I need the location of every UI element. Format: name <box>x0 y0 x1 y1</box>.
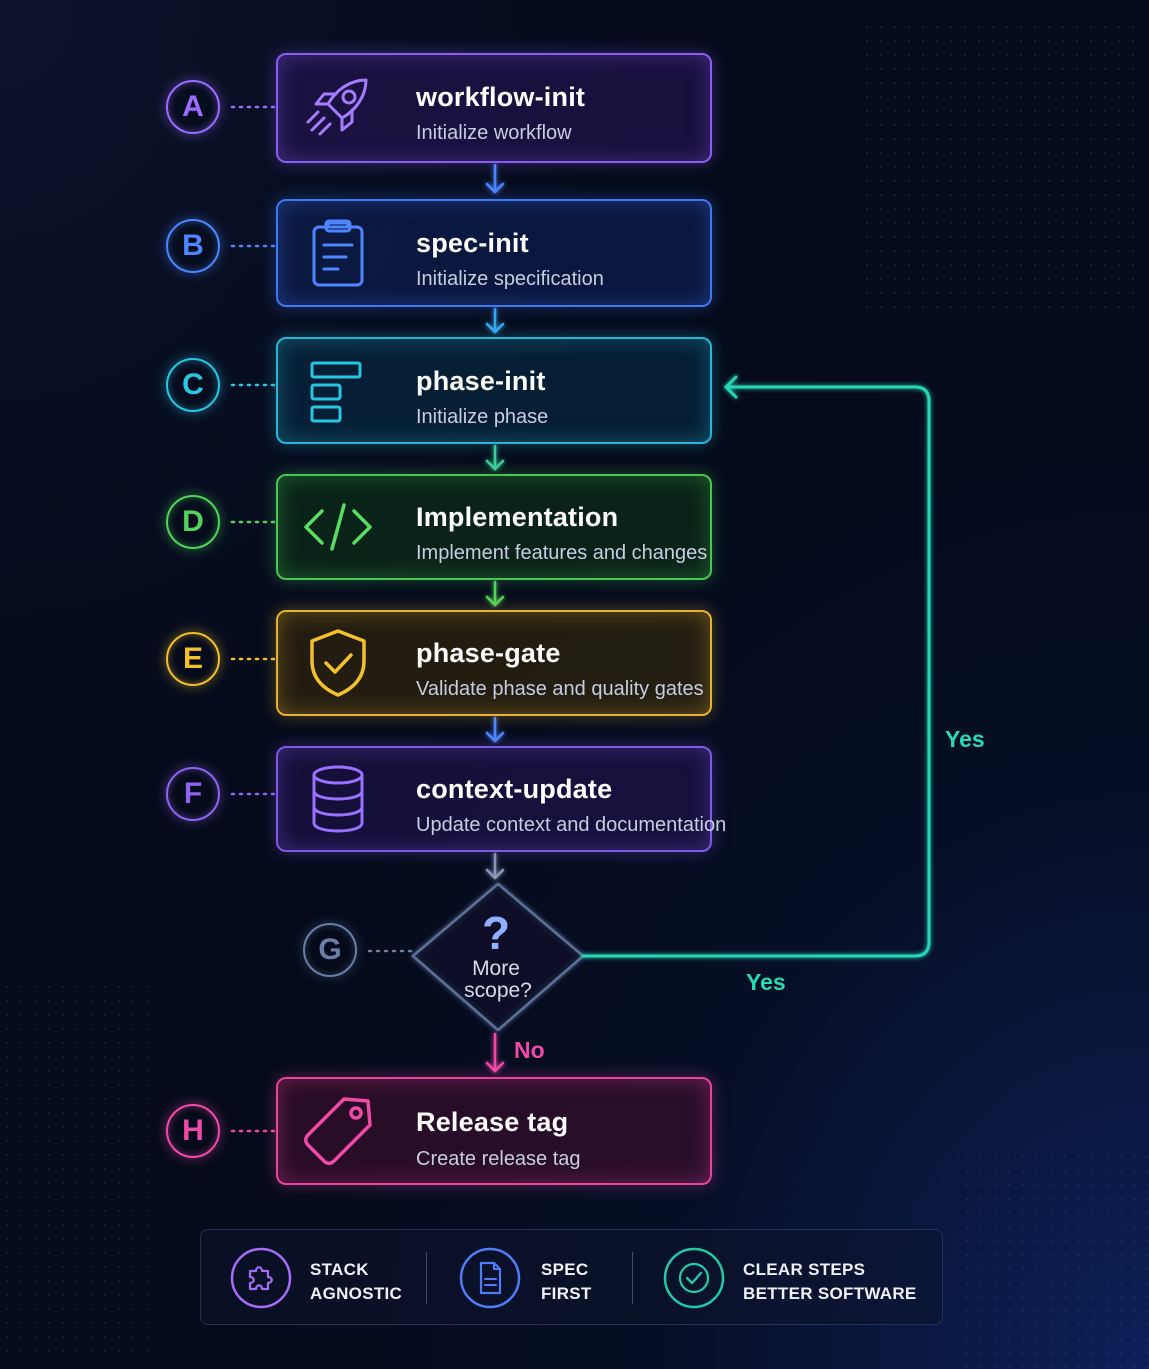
rocket-icon <box>306 78 368 136</box>
step-badge-letter: A <box>182 90 204 123</box>
step-badge-letter: E <box>182 642 203 675</box>
footer-line2: BETTER SOFTWARE <box>743 1284 917 1303</box>
footer-line2: FIRST <box>541 1284 592 1303</box>
footer-line1: CLEAR STEPS <box>743 1260 866 1279</box>
step-title: spec-init <box>416 228 529 258</box>
question-mark-icon: ? <box>481 907 511 959</box>
step-card-phase-init[interactable]: phase-init Initialize phase <box>276 337 712 444</box>
step-card-workflow-init[interactable]: workflow-init Initialize workflow <box>276 53 712 163</box>
step-subtitle: Implement features and changes <box>416 542 708 564</box>
step-card-context-update[interactable]: context-update Update context and docume… <box>276 746 726 852</box>
code-icon <box>304 503 372 551</box>
check-circle-icon <box>663 1247 725 1309</box>
step-title: workflow-init <box>416 82 586 112</box>
step-card-phase-gate[interactable]: phase-gate Validate phase and quality ga… <box>276 610 712 716</box>
decision-label-line1: More <box>472 957 520 980</box>
step-badge-letter: D <box>182 505 204 538</box>
step-badge-letter: C <box>182 368 204 401</box>
clipboard-icon <box>312 219 364 287</box>
dot-pattern-left <box>0 980 150 1360</box>
step-title: context-update <box>416 774 613 804</box>
footer-label-stack-agnostic: STACK AGNOSTIC <box>310 1258 402 1306</box>
shield-check-icon <box>310 629 366 697</box>
step-badge-f: F <box>166 767 220 821</box>
arrow-d-to-e <box>485 580 505 607</box>
footer-divider <box>632 1252 633 1304</box>
stacked-bars-icon <box>310 361 362 422</box>
step-title: phase-init <box>416 366 546 396</box>
document-icon <box>459 1247 521 1309</box>
step-badge-letter: F <box>183 777 203 810</box>
footer-line1: SPEC <box>541 1260 589 1279</box>
dot-pattern-right <box>960 1150 1149 1369</box>
puzzle-icon <box>230 1247 292 1309</box>
step-badge-b: B <box>166 219 220 273</box>
arrow-e-to-f <box>485 716 505 743</box>
footer-line2: AGNOSTIC <box>310 1284 403 1303</box>
step-badge-letter: B <box>182 229 204 262</box>
no-label: No <box>514 1037 545 1063</box>
step-subtitle: Update context and documentation <box>416 814 727 836</box>
step-subtitle: Initialize phase <box>416 406 549 428</box>
arrow-b-to-c <box>485 307 505 334</box>
dot-pattern-top-right <box>860 20 1140 320</box>
yes-label-right: Yes <box>945 726 985 752</box>
arrow-a-to-b <box>485 163 505 194</box>
release-badge-h: H <box>166 1104 220 1158</box>
footer-label-clear-steps: CLEAR STEPS BETTER SOFTWARE <box>743 1258 917 1306</box>
step-subtitle: Initialize workflow <box>416 122 572 144</box>
footer-label-spec-first: SPEC FIRST <box>541 1258 592 1306</box>
step-title: Implementation <box>416 502 619 532</box>
step-badge-letter: H <box>182 1114 204 1147</box>
yes-label-bottom: Yes <box>746 969 786 995</box>
decision-badge-g: G <box>303 923 357 977</box>
step-badge-a: A <box>166 80 220 134</box>
footer-principles: STACK AGNOSTIC SPEC FIRST CLEAR STEPS BE… <box>200 1229 943 1325</box>
step-title: Release tag <box>416 1107 569 1137</box>
database-icon <box>312 765 364 833</box>
step-badge-letter: G <box>318 933 342 966</box>
step-badge-c: C <box>166 358 220 412</box>
step-subtitle: Initialize specification <box>416 268 604 290</box>
step-card-spec-init[interactable]: spec-init Initialize specification <box>276 199 712 307</box>
arrow-g-to-h <box>485 1032 505 1073</box>
arrow-f-to-g <box>485 852 505 880</box>
step-card-implementation[interactable]: Implementation Implement features and ch… <box>276 474 712 580</box>
step-title: phase-gate <box>416 638 561 668</box>
footer-line1: STACK <box>310 1260 369 1279</box>
step-subtitle: Create release tag <box>416 1148 581 1170</box>
footer-divider <box>426 1252 427 1304</box>
tag-icon <box>304 1097 372 1165</box>
release-tag-card[interactable]: Release tag Create release tag <box>276 1077 712 1185</box>
step-badge-d: D <box>166 495 220 549</box>
arrow-c-to-d <box>485 444 505 471</box>
decision-label-line2: scope? <box>464 979 532 1002</box>
step-badge-e: E <box>166 632 220 686</box>
step-subtitle: Validate phase and quality gates <box>416 678 704 700</box>
